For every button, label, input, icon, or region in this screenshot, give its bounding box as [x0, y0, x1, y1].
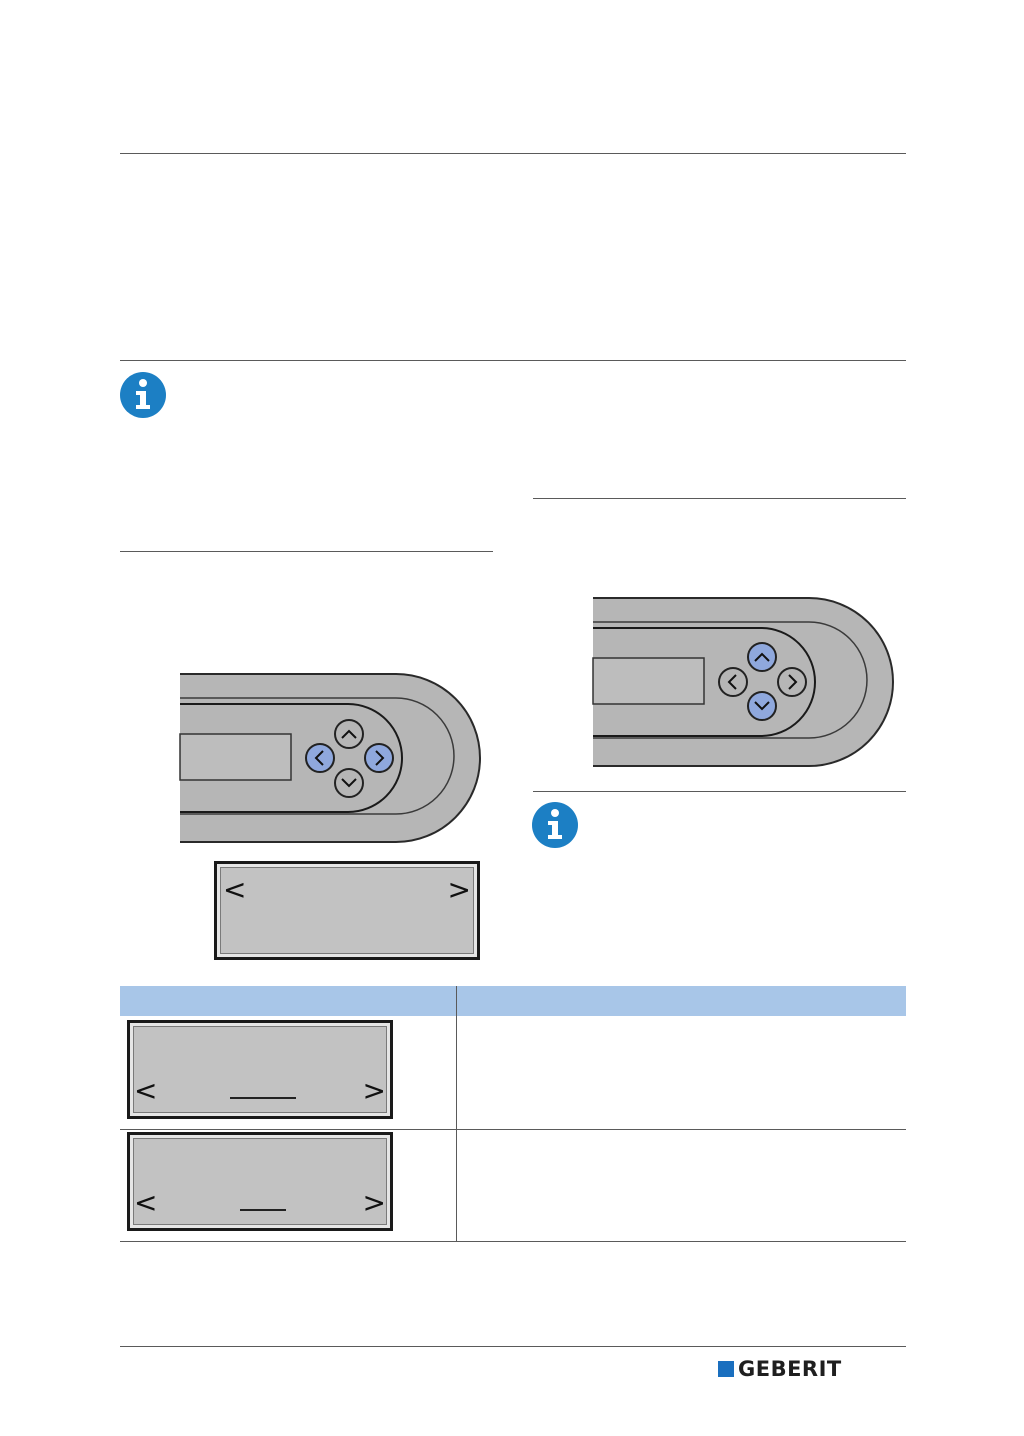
up-button[interactable] [747, 642, 777, 672]
lcd-left-arrow: < [134, 1074, 158, 1107]
table-row-display: < > [127, 1132, 393, 1231]
lcd-display-main: < > [214, 861, 480, 960]
controller-panel-right [591, 594, 897, 770]
info-icon [120, 372, 166, 418]
table-row-rule [120, 1129, 906, 1130]
left-column-rule [120, 551, 493, 552]
top-rule [120, 153, 906, 154]
controller-panel-left [178, 670, 484, 846]
right-note-rule [533, 791, 906, 792]
lcd-left-arrow: < [134, 1186, 158, 1219]
lcd-right-arrow: > [362, 1186, 386, 1219]
table-row-display: < > [127, 1020, 393, 1119]
lcd-cursor [240, 1209, 286, 1211]
table-bottom-rule [120, 1241, 906, 1242]
right-button[interactable] [777, 667, 807, 697]
right-button[interactable] [364, 743, 394, 773]
lcd-right-arrow: > [447, 873, 471, 906]
down-button[interactable] [747, 691, 777, 721]
right-column-rule [533, 498, 906, 499]
geberit-logo: GEBERIT [718, 1357, 842, 1381]
left-button[interactable] [305, 743, 335, 773]
lcd-cursor [230, 1097, 296, 1099]
lcd-left-arrow: < [223, 873, 247, 906]
lcd-right-arrow: > [362, 1074, 386, 1107]
section-rule [120, 360, 906, 361]
info-icon [532, 802, 578, 848]
table-column-divider [456, 986, 457, 1242]
logo-square-icon [718, 1361, 734, 1377]
footer-rule [120, 1346, 906, 1347]
up-button[interactable] [334, 719, 364, 749]
logo-text: GEBERIT [738, 1357, 842, 1381]
down-button[interactable] [334, 768, 364, 798]
left-button[interactable] [718, 667, 748, 697]
table-header [120, 986, 906, 1016]
